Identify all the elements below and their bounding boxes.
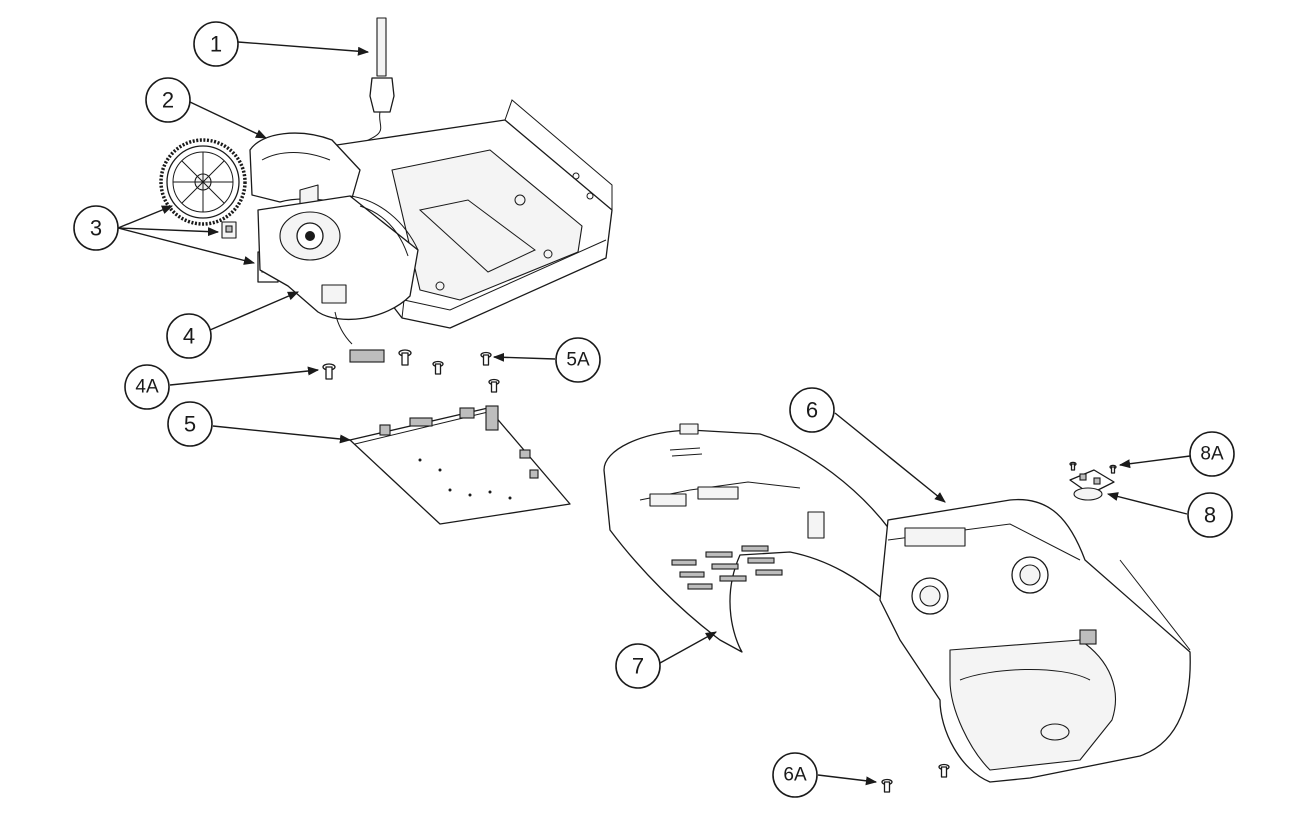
housing-part: [879, 498, 1191, 783]
callout-8: 8: [1187, 492, 1233, 538]
callout-8a: 8A: [1189, 431, 1235, 477]
led-module-part: [1069, 461, 1117, 501]
screw-6a-2: [938, 763, 950, 778]
callout-1: 1: [193, 21, 239, 67]
leader-3a: [117, 205, 174, 229]
leader-3b: [117, 227, 220, 237]
screw-5a-2: [432, 360, 444, 375]
leader-6a: [817, 774, 878, 786]
housing-socket-left: [911, 577, 949, 615]
callout-7: 7: [615, 643, 661, 689]
callout-3-label: 3: [90, 216, 102, 241]
callout-5a: 5A: [555, 337, 601, 383]
screw-5a-4: [488, 378, 500, 393]
callout-6: 6: [789, 387, 835, 433]
callout-5: 5: [167, 401, 213, 447]
callout-8-label: 8: [1204, 503, 1216, 528]
leader-5: [212, 425, 352, 444]
screw-8a-2: [1109, 464, 1117, 474]
screw-4a: [322, 363, 336, 380]
callout-4a-label: 4A: [135, 377, 159, 398]
leader-lines: [117, 41, 1191, 786]
screw-5a-3: [480, 351, 492, 366]
leader-4: [209, 291, 300, 331]
light-lens-part: [603, 423, 891, 653]
screw-5a-1: [398, 349, 412, 366]
callout-5-label: 5: [184, 412, 196, 437]
power-cord-part: [364, 17, 395, 147]
screw-8a-1: [1069, 461, 1077, 471]
leader-8: [1106, 492, 1188, 515]
callout-2-label: 2: [162, 88, 174, 113]
lens-vent-slots: [671, 545, 783, 590]
callout-1-label: 1: [210, 32, 222, 57]
callout-7-label: 7: [632, 654, 644, 679]
callout-8a-label: 8A: [1200, 444, 1224, 465]
leader-5a: [492, 352, 556, 362]
logic-board-part: [349, 405, 571, 525]
motor-part: [257, 195, 419, 363]
leader-3c: [117, 227, 256, 265]
motor-screws-part: [322, 349, 500, 393]
drive-gear-part: [159, 138, 247, 226]
callout-6a: 6A: [772, 752, 818, 798]
callout-6-label: 6: [806, 398, 818, 423]
leader-7: [659, 631, 717, 664]
callout-4: 4: [166, 313, 212, 359]
leader-2: [189, 101, 268, 139]
leader-1: [237, 41, 370, 56]
callout-4-label: 4: [183, 324, 195, 349]
housing-screws-part: [881, 763, 950, 793]
screw-6a-1: [881, 778, 893, 793]
leader-6: [834, 412, 946, 503]
leader-4a: [169, 366, 320, 386]
callout-3: 3: [73, 205, 119, 251]
callout-2: 2: [145, 77, 191, 123]
callout-4a: 4A: [124, 364, 170, 410]
limit-switch-part: [221, 221, 237, 239]
leader-8a: [1118, 455, 1191, 469]
callout-6a-label: 6A: [783, 765, 807, 786]
callout-5a-label: 5A: [566, 350, 590, 371]
housing-socket-right: [1011, 556, 1049, 594]
